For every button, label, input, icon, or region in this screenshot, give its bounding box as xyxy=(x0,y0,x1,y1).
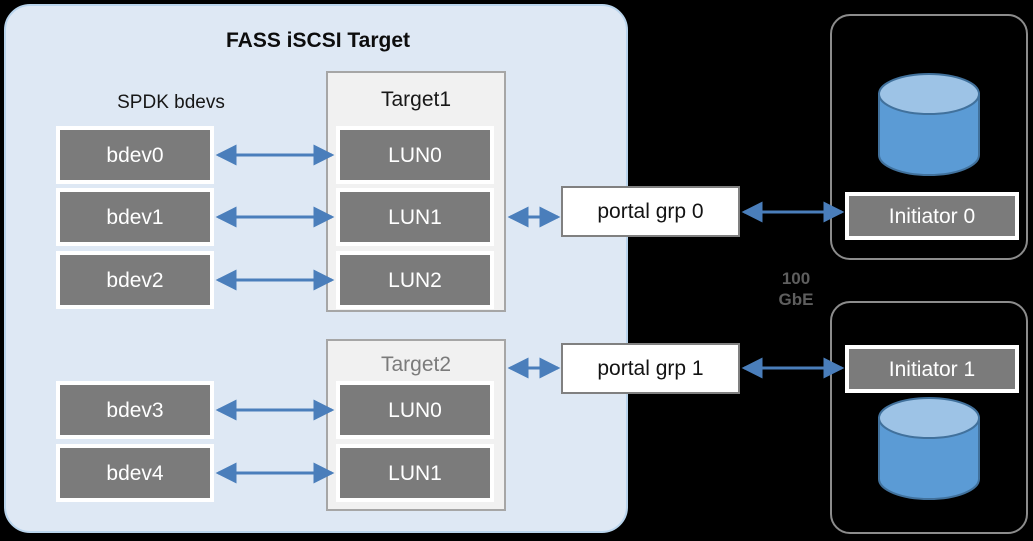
initiator-box-0[interactable]: Initiator 0 xyxy=(845,192,1019,240)
lun-box-target1-2[interactable]: LUN2 xyxy=(336,251,494,309)
portal-group-box-1[interactable]: portal grp 1 xyxy=(561,343,740,394)
portal-group-label: portal grp 0 xyxy=(597,199,704,223)
network-speed-label: 100 GbE xyxy=(757,268,835,311)
bdev-label: bdev3 xyxy=(106,398,164,422)
page-title: FASS iSCSI Target xyxy=(226,29,410,52)
initiator-label: Initiator 1 xyxy=(888,357,976,381)
lun-box-target1-0[interactable]: LUN0 xyxy=(336,126,494,184)
bdev-label: bdev4 xyxy=(106,461,164,485)
lun-box-target2-1[interactable]: LUN1 xyxy=(336,444,494,502)
target2-title: Target2 xyxy=(380,353,452,376)
portal-group-box-0[interactable]: portal grp 0 xyxy=(561,186,740,237)
database-cylinder-icon-1 xyxy=(878,397,980,500)
bdev-label: bdev0 xyxy=(106,143,164,167)
bdev-box-4[interactable]: bdev4 xyxy=(56,444,214,502)
target1-title: Target1 xyxy=(380,88,452,111)
bdev-label: bdev2 xyxy=(106,268,164,292)
lun-label: LUN1 xyxy=(388,205,442,229)
spdk-bdevs-label: SPDK bdevs xyxy=(117,92,225,113)
network-speed-unit: GbE xyxy=(778,290,814,310)
bdev-box-2[interactable]: bdev2 xyxy=(56,251,214,309)
lun-label: LUN1 xyxy=(388,461,442,485)
database-cylinder-icon-0 xyxy=(878,73,980,176)
portal-group-label: portal grp 1 xyxy=(597,356,704,380)
bdev-box-1[interactable]: bdev1 xyxy=(56,188,214,246)
initiator-box-1[interactable]: Initiator 1 xyxy=(845,345,1019,393)
bdev-box-0[interactable]: bdev0 xyxy=(56,126,214,184)
lun-label: LUN0 xyxy=(388,398,442,422)
lun-box-target2-0[interactable]: LUN0 xyxy=(336,381,494,439)
lun-label: LUN0 xyxy=(388,143,442,167)
bdev-label: bdev1 xyxy=(106,205,164,229)
network-speed-value: 100 xyxy=(781,269,811,288)
lun-label: LUN2 xyxy=(388,268,442,292)
lun-box-target1-1[interactable]: LUN1 xyxy=(336,188,494,246)
bdev-box-3[interactable]: bdev3 xyxy=(56,381,214,439)
initiator-label: Initiator 0 xyxy=(888,204,976,228)
